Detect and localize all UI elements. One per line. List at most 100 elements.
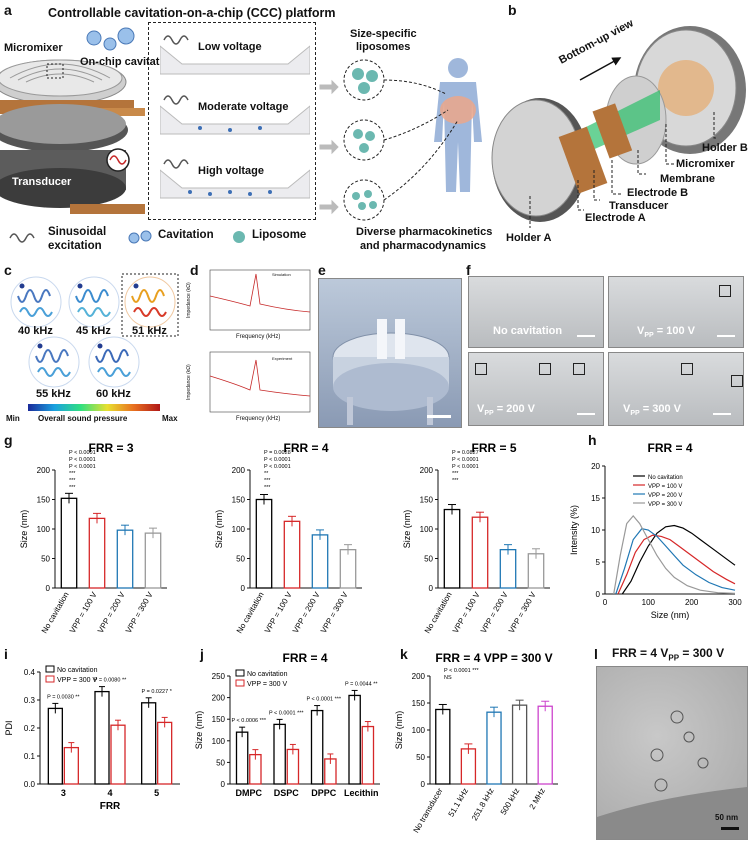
chart-k-annotation-1: NS (444, 675, 452, 681)
chart-g1-annotation-1: P < 0.0001 (69, 457, 96, 463)
chart-k-category-2: 251.8 kHz (470, 787, 496, 823)
colorbar (28, 404, 160, 411)
chart-j-legend-swatch-0 (235, 669, 245, 677)
chart-h-legend-label-0: No cavitation (648, 475, 683, 481)
chart-g3-annotation-1: P < 0.0001 (452, 457, 479, 463)
chart-j-legend-swatch-1 (235, 679, 245, 687)
chart-j-category-2: DPPC (311, 788, 337, 798)
chart-i-ytick-label: 0.2 (24, 724, 36, 733)
chart-g3-ytick-label: 0 (429, 584, 434, 593)
panel-letter-c: c (4, 262, 12, 278)
chart-g1-annotation-3: *** (69, 471, 76, 477)
chart-h-xtick-label: 100 (642, 598, 656, 607)
chart-h-ytick-label: 15 (591, 494, 600, 503)
label-electrode-a: Electrode A (585, 212, 646, 224)
f-value-2: = 200 V (496, 403, 535, 415)
chart-g2-bar-3 (339, 549, 357, 589)
chart-k-category-3: 500 kHz (499, 787, 521, 817)
d-xlabel-bottom: Frequency (kHz) (236, 416, 281, 422)
f-label-0: No cavitation (493, 325, 563, 337)
chart-j-category-1: DSPC (274, 788, 300, 798)
label-sinusoidal: Sinusoidal (48, 226, 107, 238)
label-electrode-b: Electrode B (627, 187, 689, 199)
chart-i-category-2: 5 (154, 788, 159, 798)
chart-i-bar-1-2 (157, 721, 173, 785)
chart-g3-category-0: No cavitation (423, 591, 454, 636)
panel-letter-k: k (400, 646, 408, 662)
chart-i-bar-0-2 (141, 702, 157, 785)
chart-i-bar-0-1 (94, 690, 110, 785)
chart-k-bar-4 (537, 705, 553, 785)
chart-h-xtick-label: 0 (603, 598, 608, 607)
chart-j-legend-label-0: No cavitation (247, 671, 288, 678)
panel-letter-j: j (200, 646, 204, 662)
freq-60: 60 kHz (96, 388, 131, 400)
freq-51: 51 kHz (132, 325, 167, 337)
chart-g1-annotation-5: *** (69, 485, 76, 491)
label-onchip: On-chip cavitation (80, 56, 176, 68)
chart-i-bar-1-1 (110, 724, 126, 785)
chart-i-ytick-label: 0.1 (24, 752, 36, 761)
label-diverse-1: Diverse pharmacokinetics (356, 226, 493, 238)
chart-j-bar-0-2 (310, 709, 324, 785)
chart-g2-bar-1 (283, 520, 301, 589)
chart-i-xlabel: FRR (100, 801, 121, 812)
chart-g1-ytick-label: 100 (37, 525, 51, 534)
panel-letter-h: h (588, 432, 597, 448)
cavitation-legend-icon (128, 230, 152, 244)
chart-k-category-1: 51.1 kHz (447, 787, 471, 819)
chart-i-legend-swatch-0 (45, 665, 55, 673)
chart-i-ytick-label: 0.3 (24, 696, 36, 705)
chart-i-annotation-0: P = 0.0030 ** (47, 694, 80, 700)
chart-k-ytick-label: 50 (416, 753, 425, 762)
f-value-3: = 300 V (642, 403, 681, 415)
chart-g3-category-3: VPP = 300 V (507, 590, 538, 635)
chart-g2-ylabel: Size (nm) (214, 510, 224, 549)
chart-g3-bar-1 (471, 516, 489, 589)
chart-k-ytick-label: 150 (412, 699, 426, 708)
label-excitation: excitation (48, 240, 102, 252)
freq-40: 40 kHz (18, 325, 53, 337)
chart-g2-category-0: No cavitation (235, 591, 266, 636)
channel-illustrations (160, 35, 310, 199)
chart-g2-ytick-label: 50 (236, 555, 245, 564)
chart-i-ytick-label: 0.0 (24, 780, 36, 789)
chart-j-annotation-2: P < 0.0001 *** (306, 697, 341, 703)
chart-j-annotation-3: P = 0.0044 ** (345, 681, 378, 687)
label-micromixer-b: Micromixer (676, 158, 735, 170)
chart-h-legend-label-3: VPP = 300 V (648, 502, 682, 508)
l-title-sub: PP (668, 653, 680, 663)
chart-j-ytick-label: 100 (212, 737, 226, 746)
panel-letter-i: i (4, 646, 8, 662)
chart-g3-ytick-label: 100 (420, 525, 434, 534)
f-value-1: = 100 V (656, 325, 695, 337)
bubbles-icon (86, 27, 135, 51)
chart-k-title: FRR = 4 VPP = 300 V (435, 651, 552, 665)
f-sub-3: PP (630, 410, 640, 418)
chart-h-ytick-label: 5 (596, 558, 601, 567)
chart-i-category-1: 4 (107, 788, 112, 798)
chart-g1-bar-1 (88, 517, 106, 589)
chart-h-ytick-label: 0 (596, 590, 601, 599)
f-sub-1: PP (644, 332, 654, 340)
chart-k-category-0: No transducer (412, 786, 445, 834)
label-liposomes: liposomes (356, 41, 411, 53)
chart-k-ytick-label: 0 (421, 780, 426, 789)
panel-letter-l: l (594, 646, 598, 662)
chart-k-category-4: 2 MHz (528, 787, 547, 812)
chart-g3-bar-3 (527, 553, 545, 589)
chart-g3-annotation-4: *** (452, 478, 459, 484)
chart-g3-category-1: VPP = 100 V (451, 590, 482, 635)
chart-g1-category-2: VPP = 200 V (96, 590, 127, 635)
chart-g2-category-1: VPP = 100 V (263, 590, 294, 635)
chart-g1-title: FRR = 3 (88, 441, 133, 455)
chart-h-ylabel: Intensity (%) (569, 505, 579, 555)
f-label-3: V (623, 403, 631, 415)
micrograph-100v: VPP = 100 V (608, 276, 744, 348)
sound-pressure-maps (10, 273, 179, 388)
chart-g2-category-3: VPP = 300 V (319, 590, 350, 635)
chart-g3-bar-2 (499, 549, 517, 589)
chart-g3-bar-0 (443, 508, 461, 589)
chart-h-xtick-label: 300 (728, 598, 742, 607)
